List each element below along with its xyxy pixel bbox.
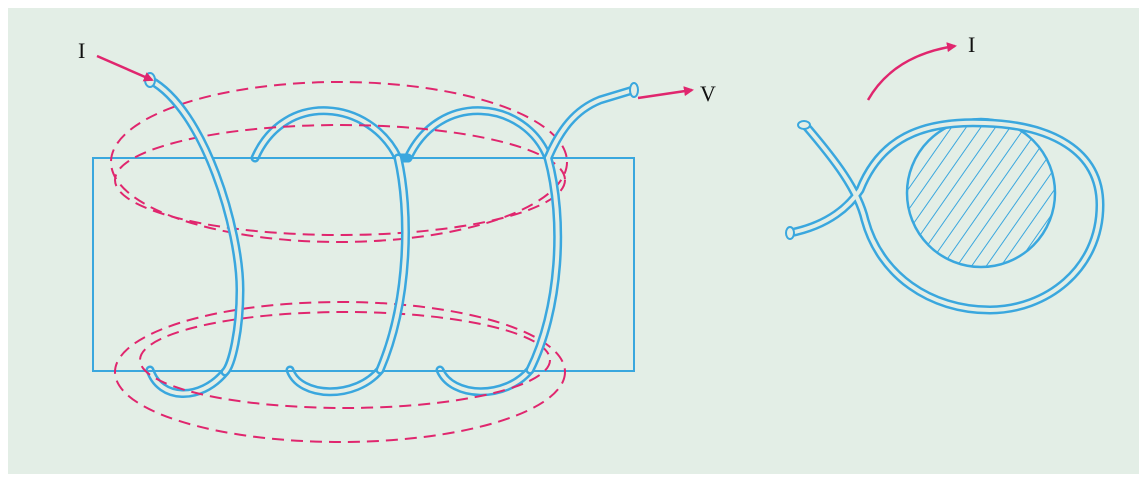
current-in-arrow <box>96 54 154 82</box>
current-loop-arrow <box>866 42 957 101</box>
wire-output-end <box>629 82 639 98</box>
loop-wire-inner <box>788 120 1103 313</box>
flux-line-top-inner <box>114 124 566 236</box>
winding-front-segments <box>145 75 638 377</box>
winding-front-inner <box>148 78 635 374</box>
voltage-out-arrow <box>637 86 694 100</box>
flux-line-top-outer <box>110 81 568 243</box>
rectangular-core <box>92 157 635 372</box>
circular-core <box>905 117 1057 269</box>
current-in-label: I <box>78 38 85 63</box>
voltage-out-label: V <box>700 81 716 106</box>
current-loop-label: I <box>968 32 975 57</box>
loop-wire-end-left <box>785 226 795 240</box>
flux-line-bottom-outer <box>114 301 566 443</box>
loop-wire-end-top <box>797 120 811 130</box>
flux-lines <box>110 81 568 443</box>
winding-back-inner <box>148 108 550 396</box>
flux-line-bottom-inner <box>139 311 551 409</box>
